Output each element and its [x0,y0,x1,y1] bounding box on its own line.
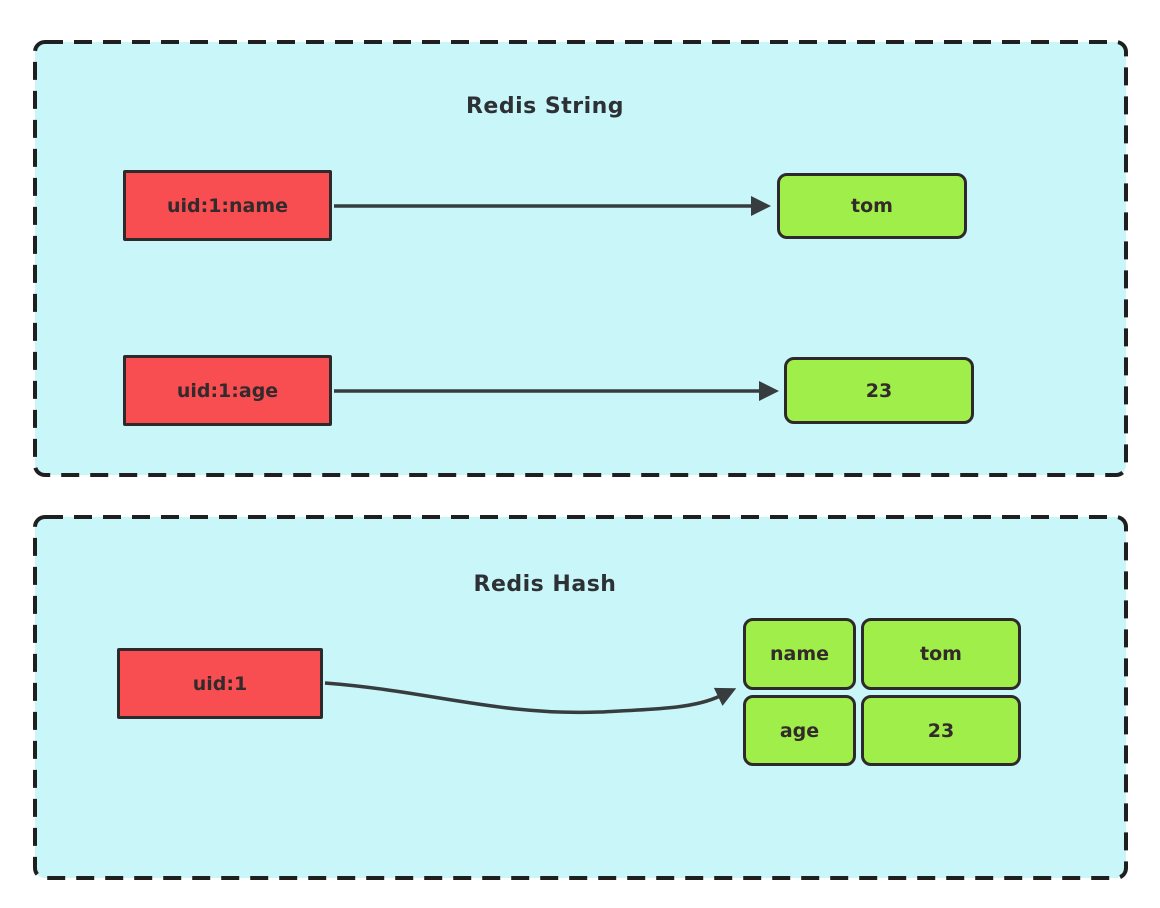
redis-hash-panel-title: Redis Hash [473,572,617,597]
hash-cell-label: 23 [927,719,955,742]
key-node-label: uid:1 [192,672,248,695]
value-node-tom: tom [777,173,967,239]
hash-cell-label: age [779,719,820,742]
key-node-uid-1-age: uid:1:age [123,355,332,426]
key-node-uid-1-name: uid:1:name [123,170,332,241]
hash-cell-label: name [769,643,830,665]
key-node-uid-1: uid:1 [117,648,323,719]
value-node-label: 23 [865,379,893,402]
key-node-label: uid:1:name [166,194,289,217]
redis-hash-panel-border [33,515,1128,880]
value-node-23: 23 [784,357,974,424]
hash-field-cell-name: name [743,618,856,690]
hash-field-cell-age: age [743,695,856,766]
hash-value-cell-tom: tom [861,618,1021,690]
hash-cell-label: tom [920,643,962,665]
redis-string-panel-title: Redis String [465,94,625,119]
arrow-uid1-to-hash [324,681,737,715]
hash-value-cell-23: 23 [861,695,1021,766]
key-node-label: uid:1:age [176,379,279,402]
value-node-label: tom [851,195,893,217]
